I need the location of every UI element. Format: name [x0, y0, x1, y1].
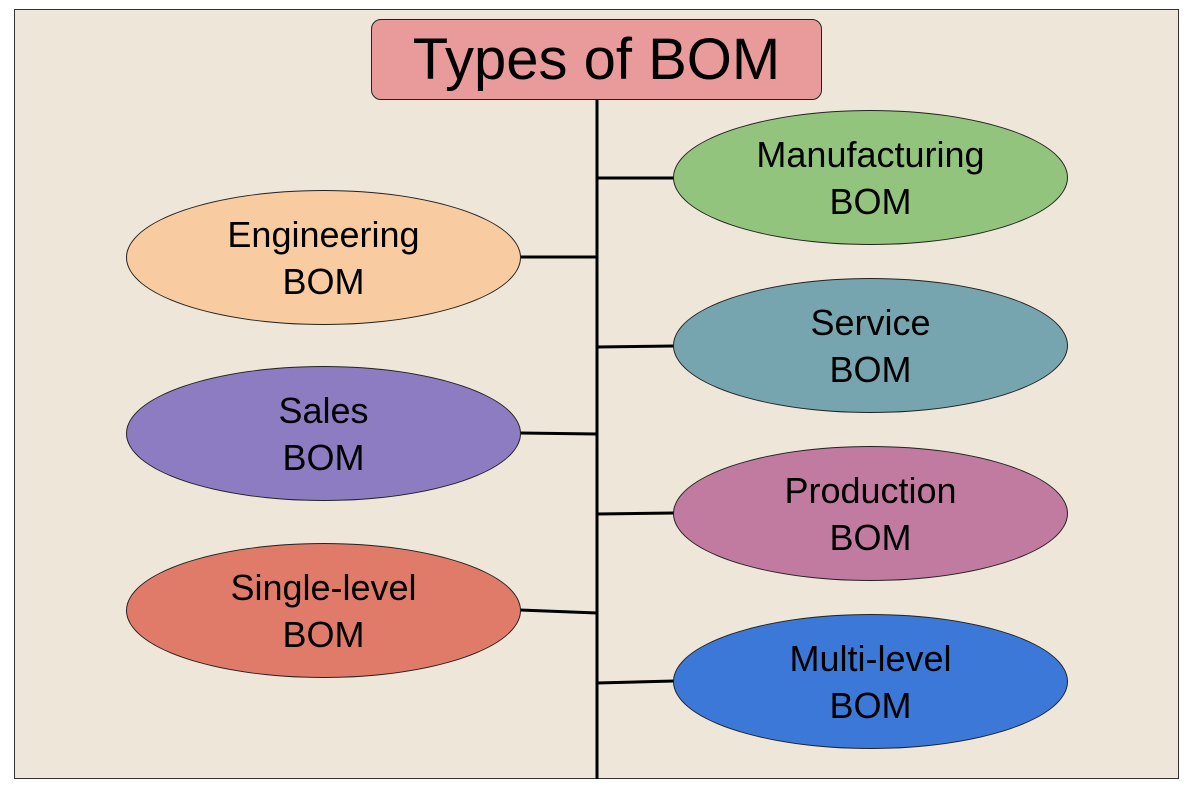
- node-label-line2: BOM: [829, 180, 912, 222]
- branch-service: [596, 344, 675, 349]
- branch-sales: [519, 431, 598, 436]
- node-label-line1: Service: [810, 301, 931, 343]
- node-single-level-bom: Single-level BOM: [126, 543, 521, 678]
- node-label-line1: Multi-level: [789, 637, 952, 679]
- node-label-line2: BOM: [282, 260, 365, 302]
- title-text: Types of BOM: [412, 27, 781, 92]
- node-label-line2: BOM: [829, 684, 912, 726]
- node-label-line2: BOM: [829, 516, 912, 558]
- branch-multi-level: [596, 679, 675, 685]
- node-label-line2: BOM: [282, 436, 365, 478]
- node-label-line1: Sales: [278, 389, 369, 431]
- node-label-line1: Single-level: [230, 566, 417, 608]
- node-label-line1: Production: [784, 469, 957, 511]
- node-multi-level-bom: Multi-level BOM: [673, 614, 1068, 749]
- node-production-bom: Production BOM: [673, 446, 1068, 581]
- node-engineering-bom: Engineering BOM: [126, 190, 521, 325]
- node-label-line2: BOM: [829, 348, 912, 390]
- branch-production: [596, 511, 675, 516]
- node-label-line1: Engineering: [227, 213, 420, 255]
- node-label-line1: Manufacturing: [756, 133, 985, 175]
- node-sales-bom: Sales BOM: [126, 366, 521, 501]
- title-box: Types of BOM: [371, 19, 822, 100]
- node-service-bom: Service BOM: [673, 278, 1068, 413]
- node-manufacturing-bom: Manufacturing BOM: [673, 110, 1068, 245]
- node-label-line2: BOM: [282, 613, 365, 655]
- branch-single-level: [519, 608, 598, 615]
